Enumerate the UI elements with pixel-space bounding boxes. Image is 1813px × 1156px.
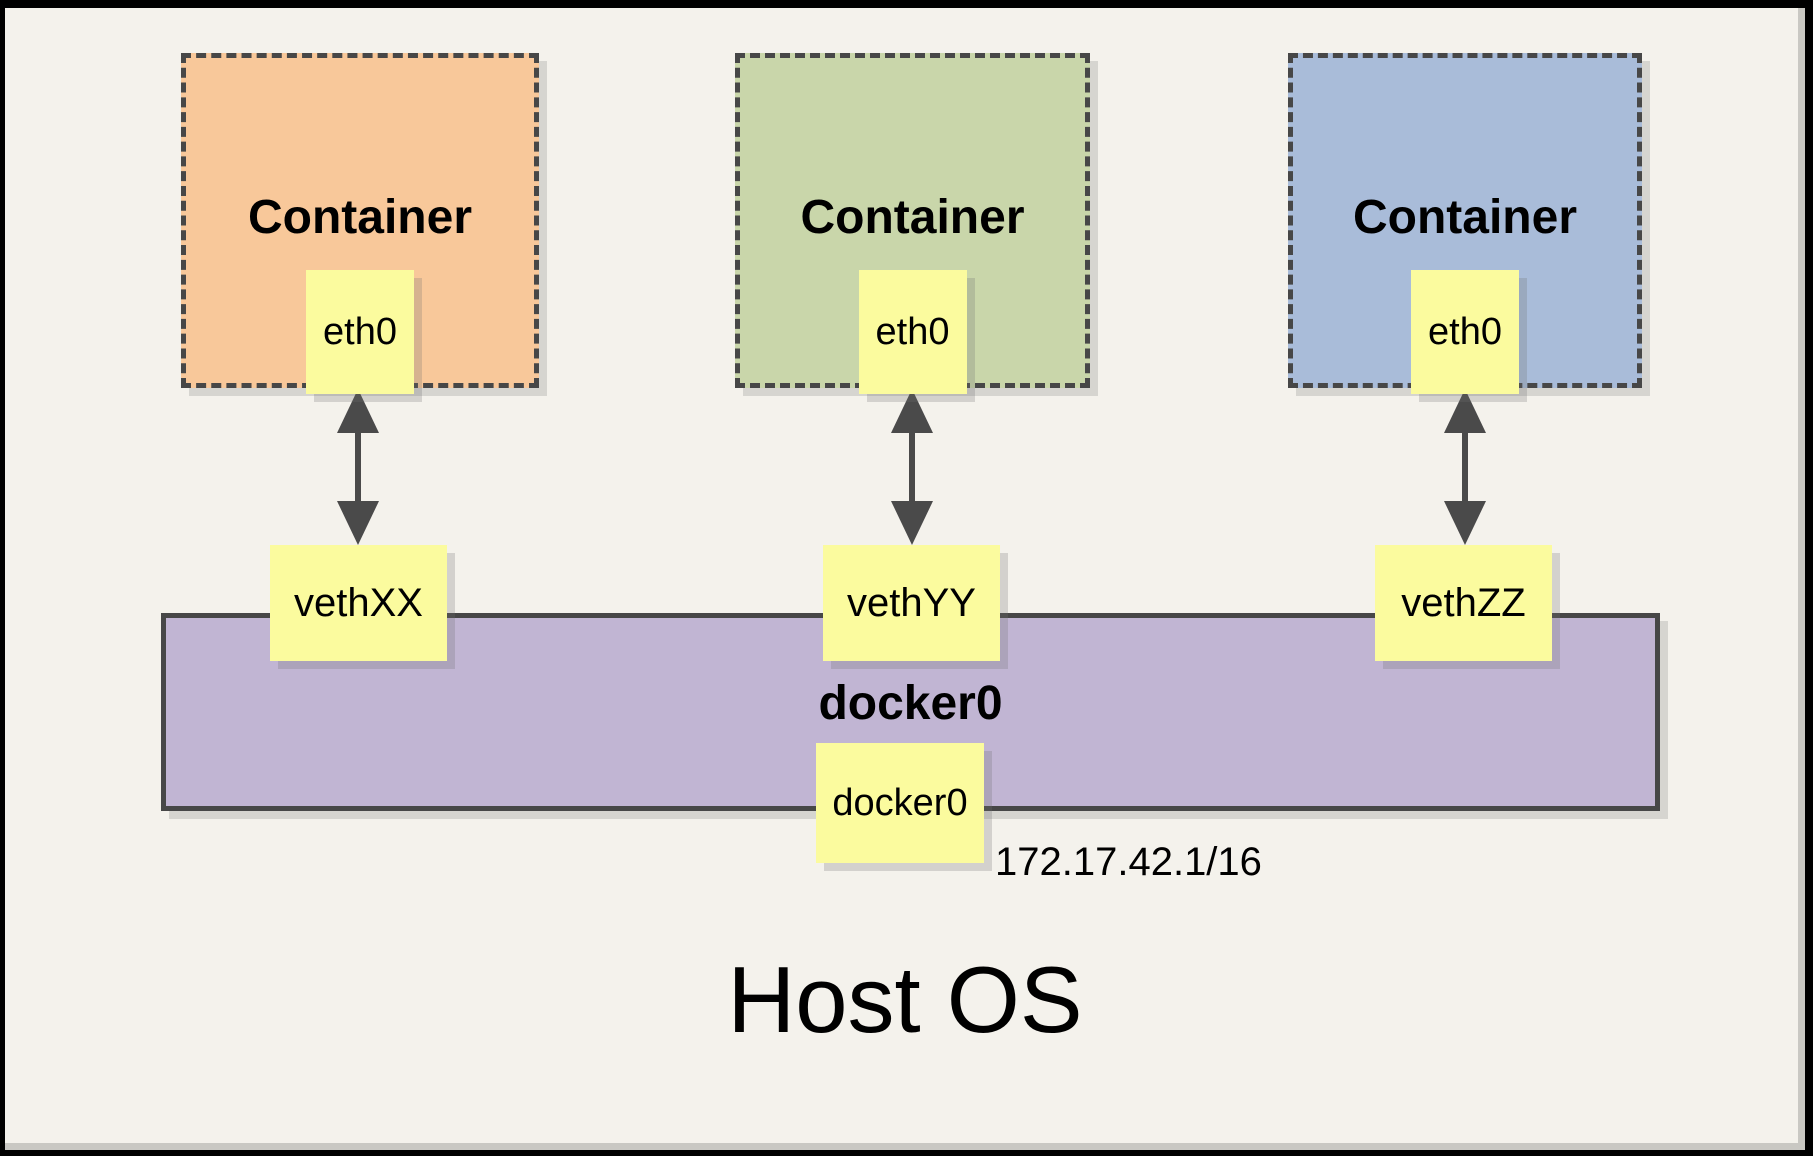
eth0-label-chip: eth0	[306, 270, 414, 394]
eth0-label: eth0	[323, 310, 397, 353]
docker0-bridge-title: docker0	[818, 677, 1003, 730]
vethZZ-label-chip: vethZZ	[1375, 545, 1552, 661]
vethXX-label-chip: vethXX	[270, 545, 447, 661]
arrow-up-icon	[1444, 389, 1486, 433]
arrow-shaft	[355, 427, 361, 507]
eth0-label-chip: eth0	[1411, 270, 1519, 394]
veth-arrow-2	[891, 389, 933, 545]
host-os-label: Host OS	[727, 947, 1083, 1052]
docker0-interface-label: docker0	[832, 781, 968, 824]
arrow-shaft	[909, 427, 915, 507]
arrow-down-icon	[1444, 501, 1486, 545]
arrow-up-icon	[891, 389, 933, 433]
container-title: Container	[1352, 191, 1577, 244]
eth0-label: eth0	[1428, 310, 1502, 353]
bridge-ip-label: 172.17.42.1/16	[995, 840, 1262, 884]
container-title: Container	[800, 191, 1025, 244]
container-box-2: Container eth0	[735, 53, 1090, 394]
veth-arrow-1	[337, 389, 379, 545]
arrow-shaft	[1462, 427, 1468, 507]
vethYY-label-chip: vethYY	[823, 545, 1000, 661]
veth-arrow-3	[1444, 389, 1486, 545]
eth0-label-chip: eth0	[858, 270, 967, 394]
container-box-3: Container eth0	[1288, 53, 1642, 394]
arrow-down-icon	[891, 501, 933, 545]
vethYY-label: vethYY	[847, 580, 976, 625]
eth0-label: eth0	[875, 310, 950, 353]
arrow-up-icon	[337, 389, 379, 433]
vethZZ-label: vethZZ	[1401, 580, 1526, 625]
diagram-canvas: Container eth0 Container eth0 Container …	[5, 8, 1805, 1150]
container-box-1: Container eth0	[181, 53, 539, 394]
vethXX-label: vethXX	[294, 580, 423, 625]
docker0-interface-chip: docker0	[816, 743, 984, 863]
arrow-down-icon	[337, 501, 379, 545]
container-title: Container	[247, 191, 472, 244]
